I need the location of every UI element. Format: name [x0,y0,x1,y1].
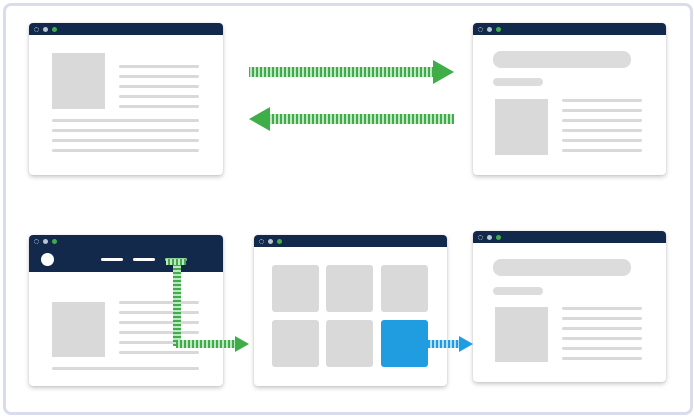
hero-heading-placeholder [493,51,631,68]
window-dot-icon [487,26,492,32]
arrow-right-icon [249,60,454,84]
detail-page-window [473,231,666,382]
image-placeholder [52,302,105,357]
window-titlebar [254,235,447,247]
text-line [119,65,199,68]
target-page-window [473,23,666,175]
category-grid-window [254,235,447,386]
avatar-icon [41,253,54,266]
window-titlebar [473,23,666,35]
image-placeholder [495,307,548,362]
text-line [562,357,642,360]
nav-link[interactable] [101,258,123,261]
window-titlebar [29,23,223,35]
source-page-window [29,23,223,175]
text-line [119,321,199,324]
text-line [52,367,199,370]
window-dot-icon [52,238,57,244]
window-dot-icon [43,238,48,244]
image-placeholder [52,53,105,109]
window-titlebar [473,231,666,243]
text-line [119,331,199,334]
text-line [562,139,642,142]
text-line [562,109,642,112]
gear-icon [34,26,39,32]
window-dot-icon [52,26,57,32]
gear-icon [34,238,39,244]
text-line [562,317,642,320]
text-line [119,341,199,344]
arrow-nav-to-grid [166,259,249,352]
gear-icon [478,234,483,240]
site-navbar [29,247,223,272]
window-dot-icon [496,26,501,32]
subheading-placeholder [493,78,543,86]
text-line [562,129,642,132]
nav-link[interactable] [133,258,155,261]
text-line [119,105,199,108]
text-line [119,301,199,304]
text-line [562,337,642,340]
window-dot-icon [487,234,492,240]
arrow-tile-to-detail [428,336,473,352]
gear-icon [478,26,483,32]
window-dot-icon [496,234,501,240]
grid-tile[interactable] [381,265,428,312]
grid-tile[interactable] [326,320,373,367]
text-line [562,307,642,310]
text-line [562,119,642,122]
text-line [52,119,199,122]
text-line [119,351,199,354]
window-dot-icon [277,238,282,244]
text-line [562,149,642,152]
text-line [562,327,642,330]
hero-heading-placeholder [493,259,631,276]
grid-tile[interactable] [272,320,319,367]
window-dot-icon [43,26,48,32]
text-line [52,129,199,132]
homepage-window [29,235,223,386]
text-line [562,99,642,102]
text-line [52,139,199,142]
text-line [52,149,199,152]
text-line [119,75,199,78]
text-line [119,85,199,88]
grid-tile[interactable] [272,265,319,312]
grid-tile-selected[interactable] [381,320,428,367]
image-placeholder [495,99,548,155]
arrow-left-icon [249,107,454,131]
text-line [119,311,199,314]
window-titlebar [29,235,223,247]
grid-tile[interactable] [326,265,373,312]
subheading-placeholder [493,287,543,295]
window-dot-icon [268,238,273,244]
text-line [119,95,199,98]
gear-icon [259,238,264,244]
text-line [562,347,642,350]
